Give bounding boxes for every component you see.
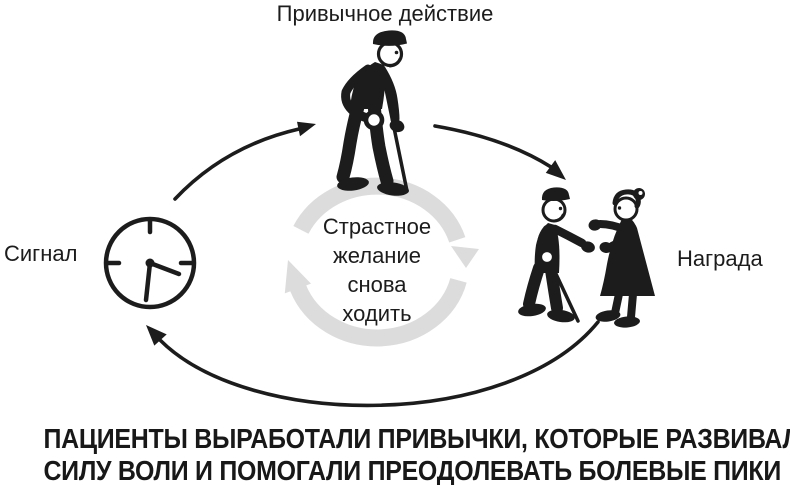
loop-arrows [146, 121, 600, 408]
routine-to-reward-arrow [433, 124, 566, 180]
clock-icon [103, 216, 197, 310]
craving-line-4: ходить [342, 301, 412, 326]
reward-to-cue-arrow [146, 320, 600, 408]
routine-label: Привычное действие [276, 1, 494, 26]
craving-line-1: Страстное [322, 214, 432, 239]
reward-label: Награда [677, 246, 763, 271]
figure-caption: ПАЦИЕНТЫ ВЫРАБОТАЛИ ПРИВЫЧКИ, КОТОРЫЕ РА… [43, 423, 790, 485]
cue-to-routine-arrow [173, 121, 316, 201]
craving-text: Страстное желание снова ходить [287, 212, 467, 328]
craving-line-3: снова [347, 272, 407, 297]
craving-line-2: желание [333, 243, 421, 268]
walking-man-figure [336, 30, 409, 196]
caption-line-1: ПАЦИЕНТЫ ВЫРАБОТАЛИ ПРИВЫЧКИ, КОТОРЫЕ РА… [43, 423, 790, 454]
elderly-couple-figure [518, 187, 655, 328]
caption-line-2: СИЛУ ВОЛИ И ПОМОГАЛИ ПРЕОДОЛЕВАТЬ БОЛЕВЫ… [43, 455, 781, 485]
cue-label: Сигнал [4, 241, 78, 266]
